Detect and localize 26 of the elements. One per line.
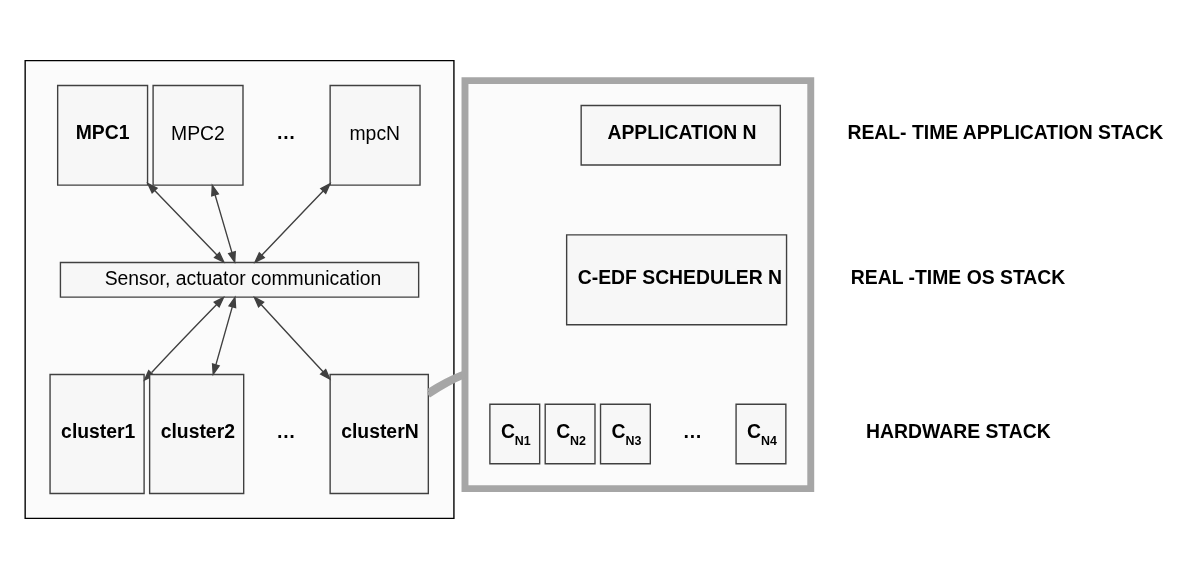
node-box: C$_{N4}$ bbox=[735, 403, 787, 464]
node-box: cluster1 bbox=[49, 373, 145, 494]
arrow bbox=[253, 181, 332, 264]
arrow bbox=[253, 295, 332, 381]
node-box: APPLICATION N bbox=[580, 104, 782, 166]
label: … bbox=[276, 419, 296, 442]
node-box: C$_{N2}$ bbox=[544, 403, 596, 464]
cluster bbox=[461, 76, 815, 492]
arrow bbox=[146, 181, 226, 264]
node-box: cluster2 bbox=[148, 373, 245, 494]
node-box: MPC2 bbox=[152, 84, 244, 186]
label: REAL -TIME OS STACK bbox=[850, 265, 1066, 288]
node-box: C-EDF SCHEDULER N bbox=[565, 233, 788, 325]
arrow bbox=[211, 182, 236, 264]
node-box: C$_{N3}$ bbox=[599, 403, 651, 464]
label: REAL- TIME APPLICATION STACK bbox=[847, 120, 1164, 143]
node-box: C$_{N1}$ bbox=[489, 403, 541, 464]
node-box: mpcN bbox=[329, 84, 421, 186]
cluster bbox=[24, 59, 455, 519]
node-box: MPC1 bbox=[56, 84, 149, 186]
label: … bbox=[276, 120, 296, 143]
node-box: clusterN bbox=[329, 373, 429, 494]
node-box: Sensor, actuator communication bbox=[59, 261, 420, 298]
arrow bbox=[211, 294, 237, 376]
label: HARDWARE STACK bbox=[866, 419, 1051, 442]
label: … bbox=[682, 419, 703, 442]
